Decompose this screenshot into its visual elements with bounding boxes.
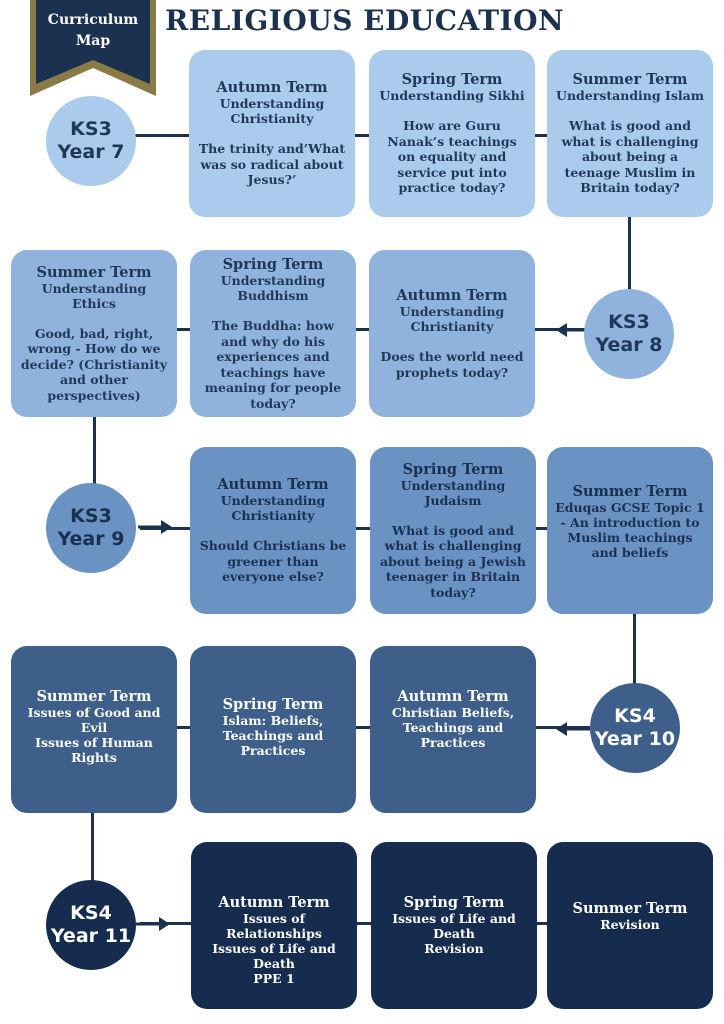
term-card-year9-autumn: Autumn Term Understanding Christianity S…	[190, 447, 356, 614]
term-subject: Christianity	[231, 508, 315, 524]
year-label: Year 9	[57, 528, 125, 550]
stage-circle-year-7: KS3 Year 7	[46, 96, 136, 186]
stage-circle-year-10: KS4 Year 10	[590, 683, 680, 773]
key-stage-label: KS3	[70, 118, 112, 140]
term-subject: Christian Beliefs, Teachings and Practic…	[391, 705, 515, 750]
term-title: Summer Term	[572, 71, 688, 89]
term-title: Spring Term	[403, 894, 505, 911]
term-subject: Issues of Good and Evil	[27, 705, 161, 735]
banner-line-1: Curriculum	[47, 12, 139, 28]
term-card-year8-summer: Summer Term Understanding Ethics Good, b…	[11, 250, 177, 417]
term-subject: Understanding	[220, 273, 326, 288]
term-detail: The Buddha: how and why do his experienc…	[204, 318, 342, 411]
term-title: Summer Term	[572, 900, 688, 917]
stage-circle-year-9: KS3 Year 9	[46, 483, 136, 573]
term-subject: Eduqas GCSE Topic 1 - An introduction to…	[555, 500, 705, 560]
term-title: Autumn Term	[397, 688, 509, 705]
term-subject: Christianity	[410, 319, 494, 334]
term-card-year11-autumn: Autumn Term Issues of Relationships Issu…	[191, 842, 357, 1009]
term-card-year9-spring: Spring Term Understanding Judaism What i…	[370, 447, 536, 614]
term-subject: Understanding	[220, 493, 326, 509]
term-card-year8-autumn: Autumn Term Understanding Christianity D…	[369, 250, 535, 417]
term-detail: What is good and what is challenging abo…	[380, 522, 526, 600]
term-subject: Understanding Islam	[556, 88, 704, 104]
term-subject: Understanding Ethics	[41, 280, 147, 311]
term-title: Spring Term	[222, 696, 324, 713]
curriculum-map-banner: Curriculum Map	[30, 0, 156, 96]
banner-ribbon-icon	[30, 0, 156, 96]
term-subject: Issues of Human Rights	[35, 735, 153, 765]
key-stage-label: KS4	[70, 902, 112, 924]
year-label: Year 8	[595, 334, 663, 356]
term-card-year10-summer: Summer Term Issues of Good and Evil Issu…	[11, 646, 177, 813]
connector-line	[633, 612, 636, 684]
term-subject: Revision	[424, 941, 484, 956]
term-detail: How are Guru Nanak’s teachings on equali…	[387, 118, 517, 196]
year-label: Year 7	[57, 141, 125, 163]
term-subject: Understanding	[219, 96, 325, 112]
term-title: Summer Term	[572, 483, 688, 500]
page-title: RELIGIOUS EDUCATION	[165, 4, 565, 37]
term-subject: Revision	[600, 917, 660, 932]
term-detail: The trinity and’What was so radical abou…	[198, 141, 346, 188]
term-title: Spring Term	[222, 256, 324, 273]
term-title: Autumn Term	[217, 476, 329, 494]
year-label: Year 11	[50, 925, 132, 947]
term-subject: Understanding Sikhi	[379, 88, 525, 104]
term-subject: Issues of Relationships	[226, 911, 322, 941]
connector-line	[93, 415, 96, 490]
term-card-year7-autumn: Autumn Term Understanding Christianity T…	[189, 50, 355, 217]
term-detail: What is good and what is challenging abo…	[561, 118, 699, 196]
stage-circle-year-8: KS3 Year 8	[584, 289, 674, 379]
key-stage-label: KS3	[608, 311, 650, 333]
term-card-year10-spring: Spring Term Islam: Beliefs, Teachings an…	[190, 646, 356, 813]
term-card-year7-summer: Summer Term Understanding Islam What is …	[547, 50, 713, 217]
banner-label: Curriculum Map	[30, 10, 156, 52]
term-card-year10-autumn: Autumn Term Christian Beliefs, Teachings…	[370, 646, 536, 813]
term-title: Summer Term	[36, 688, 152, 705]
term-subject: Judaism	[424, 492, 482, 508]
term-title: Autumn Term	[216, 79, 328, 97]
term-subject: Issues of Life and Death	[212, 941, 336, 971]
term-card-year9-summer: Summer Term Eduqas GCSE Topic 1 - An int…	[547, 447, 713, 614]
term-title: Spring Term	[402, 460, 504, 478]
term-subject: PPE 1	[253, 971, 295, 986]
stage-circle-year-11: KS4 Year 11	[46, 880, 136, 970]
arrow-right-icon	[138, 520, 172, 534]
term-subject: Buddhism	[237, 288, 309, 303]
key-stage-label: KS3	[70, 505, 112, 527]
arrow-left-icon	[556, 722, 590, 736]
term-card-year7-spring: Spring Term Understanding Sikhi How are …	[369, 50, 535, 217]
term-subject: Understanding	[400, 477, 506, 493]
term-detail: Does the world need prophets today?	[380, 349, 524, 380]
term-title: Summer Term	[36, 263, 152, 281]
year-label: Year 10	[594, 728, 676, 750]
term-subject: Christianity	[230, 111, 314, 127]
banner-line-2: Map	[75, 33, 111, 49]
term-detail: Should Christians be greener than everyo…	[199, 538, 347, 585]
term-card-year11-summer: Summer Term Revision	[547, 842, 713, 1009]
term-detail: Good, bad, right, wrong - How do we deci…	[20, 325, 168, 403]
connector-line	[628, 214, 631, 289]
key-stage-label: KS4	[614, 705, 656, 727]
term-title: Spring Term	[401, 71, 503, 89]
connector-line	[91, 812, 94, 882]
arrow-right-icon	[136, 917, 170, 931]
term-card-year8-spring: Spring Term Understanding Buddhism The B…	[190, 250, 356, 417]
term-card-year11-spring: Spring Term Issues of Life and Death Rev…	[371, 842, 537, 1009]
term-subject: Issues of Life and Death	[392, 911, 516, 941]
term-subject: Understanding	[399, 304, 505, 319]
term-title: Autumn Term	[218, 894, 330, 911]
term-subject: Islam: Beliefs, Teachings and Practices	[222, 713, 324, 758]
term-title: Autumn Term	[396, 287, 508, 304]
